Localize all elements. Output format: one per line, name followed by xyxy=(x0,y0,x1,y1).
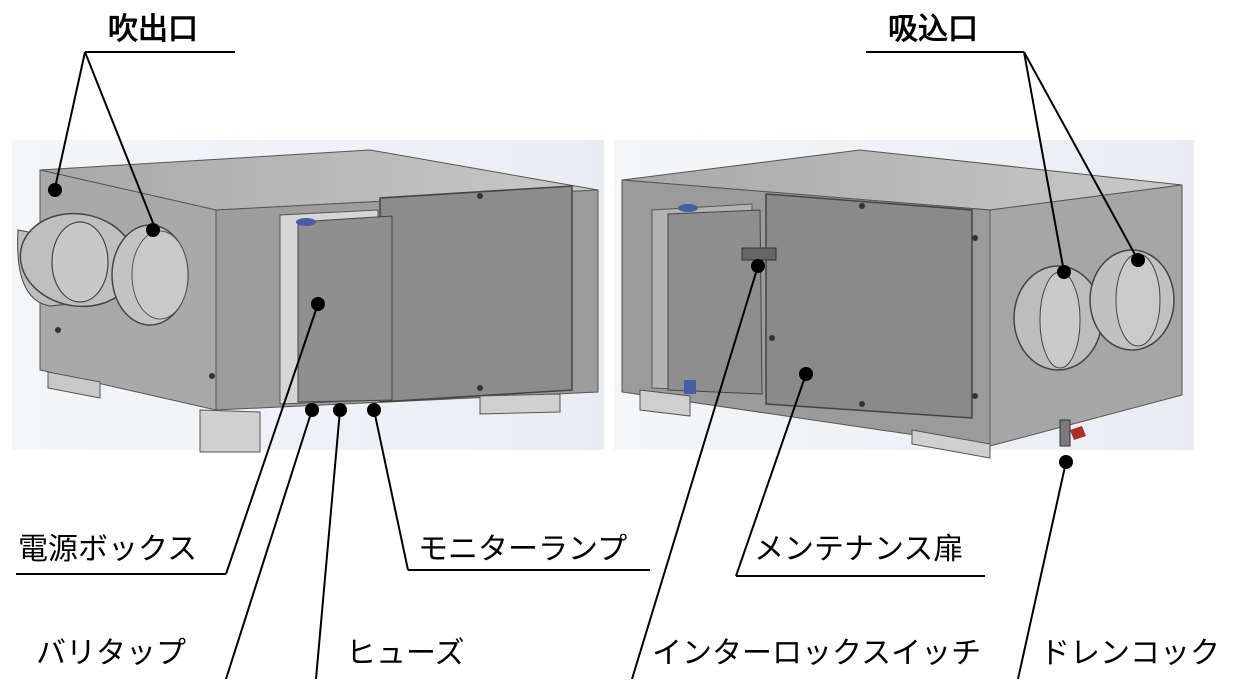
outlet-label: 吹出口 xyxy=(108,12,198,47)
maintenance-door-label: メンテナンス扉 xyxy=(754,532,964,567)
leader-dots xyxy=(48,183,1145,469)
interlock-switch-label: インターロックスイッチ xyxy=(652,636,982,671)
right-unit xyxy=(621,149,1183,459)
power-box-label: 電源ボックス xyxy=(18,532,198,567)
inlet-label: 吸込口 xyxy=(888,12,978,47)
drain-cock-label: ドレンコック xyxy=(1040,636,1220,671)
left-unit xyxy=(17,149,599,453)
leader-lines xyxy=(16,51,1139,680)
vari-tap-label: バリタップ xyxy=(36,636,186,671)
monitor-lamp-label: モニターランプ xyxy=(418,532,628,567)
fuse-label: ヒューズ xyxy=(346,636,465,671)
